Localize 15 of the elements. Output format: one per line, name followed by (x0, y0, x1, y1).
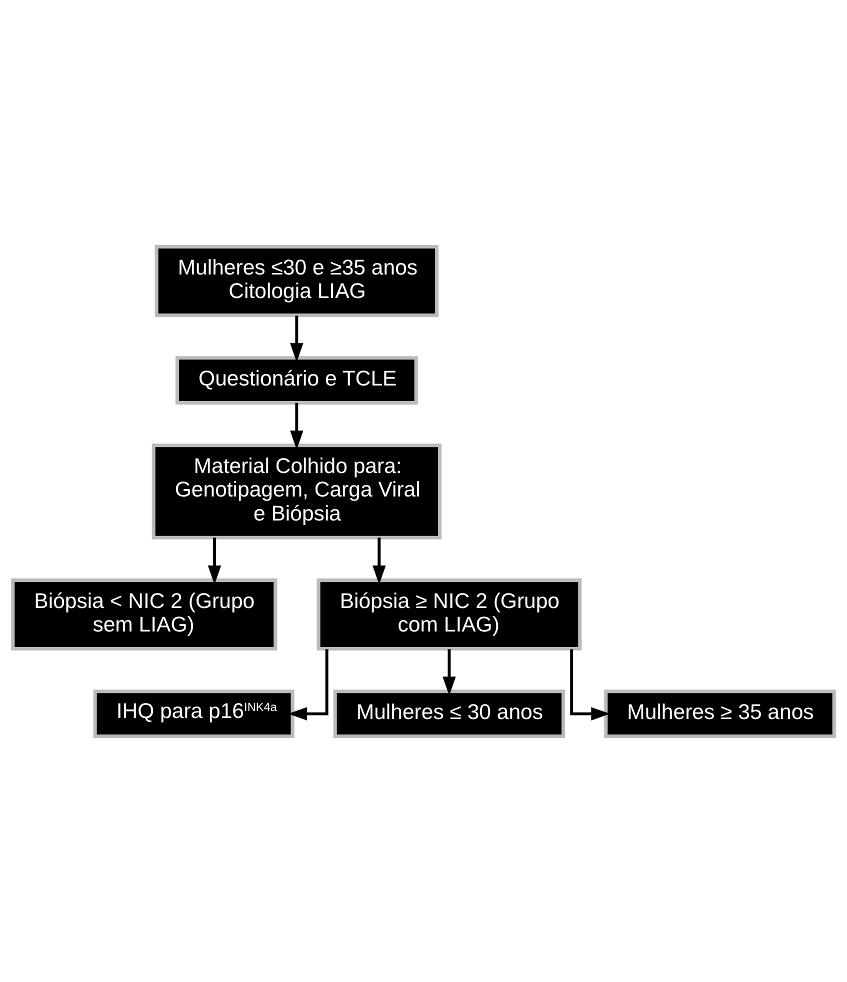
arrow (372, 537, 386, 584)
node-box: Mulheres ≥ 35 anos (604, 689, 836, 738)
node-box: Mulheres ≤30 e ≥35 anos Citologia LIAG (154, 244, 439, 317)
arrow (208, 537, 222, 584)
node-box: Biópsia ≥ NIC 2 (Grupo com LIAG) (316, 578, 582, 650)
node-box: Biópsia < NIC 2 (Grupo sem LIAG) (11, 578, 278, 650)
node-box: IHQ para p16$^{INK4a}$ (93, 689, 294, 738)
arrow (290, 315, 304, 362)
node-box: Material Colhido para: Genotipagem, Carga Viral e Biópsia (152, 443, 442, 539)
arrow (442, 648, 456, 696)
node-box: Mulheres ≤ 30 anos (333, 689, 566, 738)
arrow (290, 402, 304, 450)
node-box: Questionário e TCLE (175, 356, 418, 404)
arrow (288, 648, 328, 720)
arrow (570, 648, 610, 720)
